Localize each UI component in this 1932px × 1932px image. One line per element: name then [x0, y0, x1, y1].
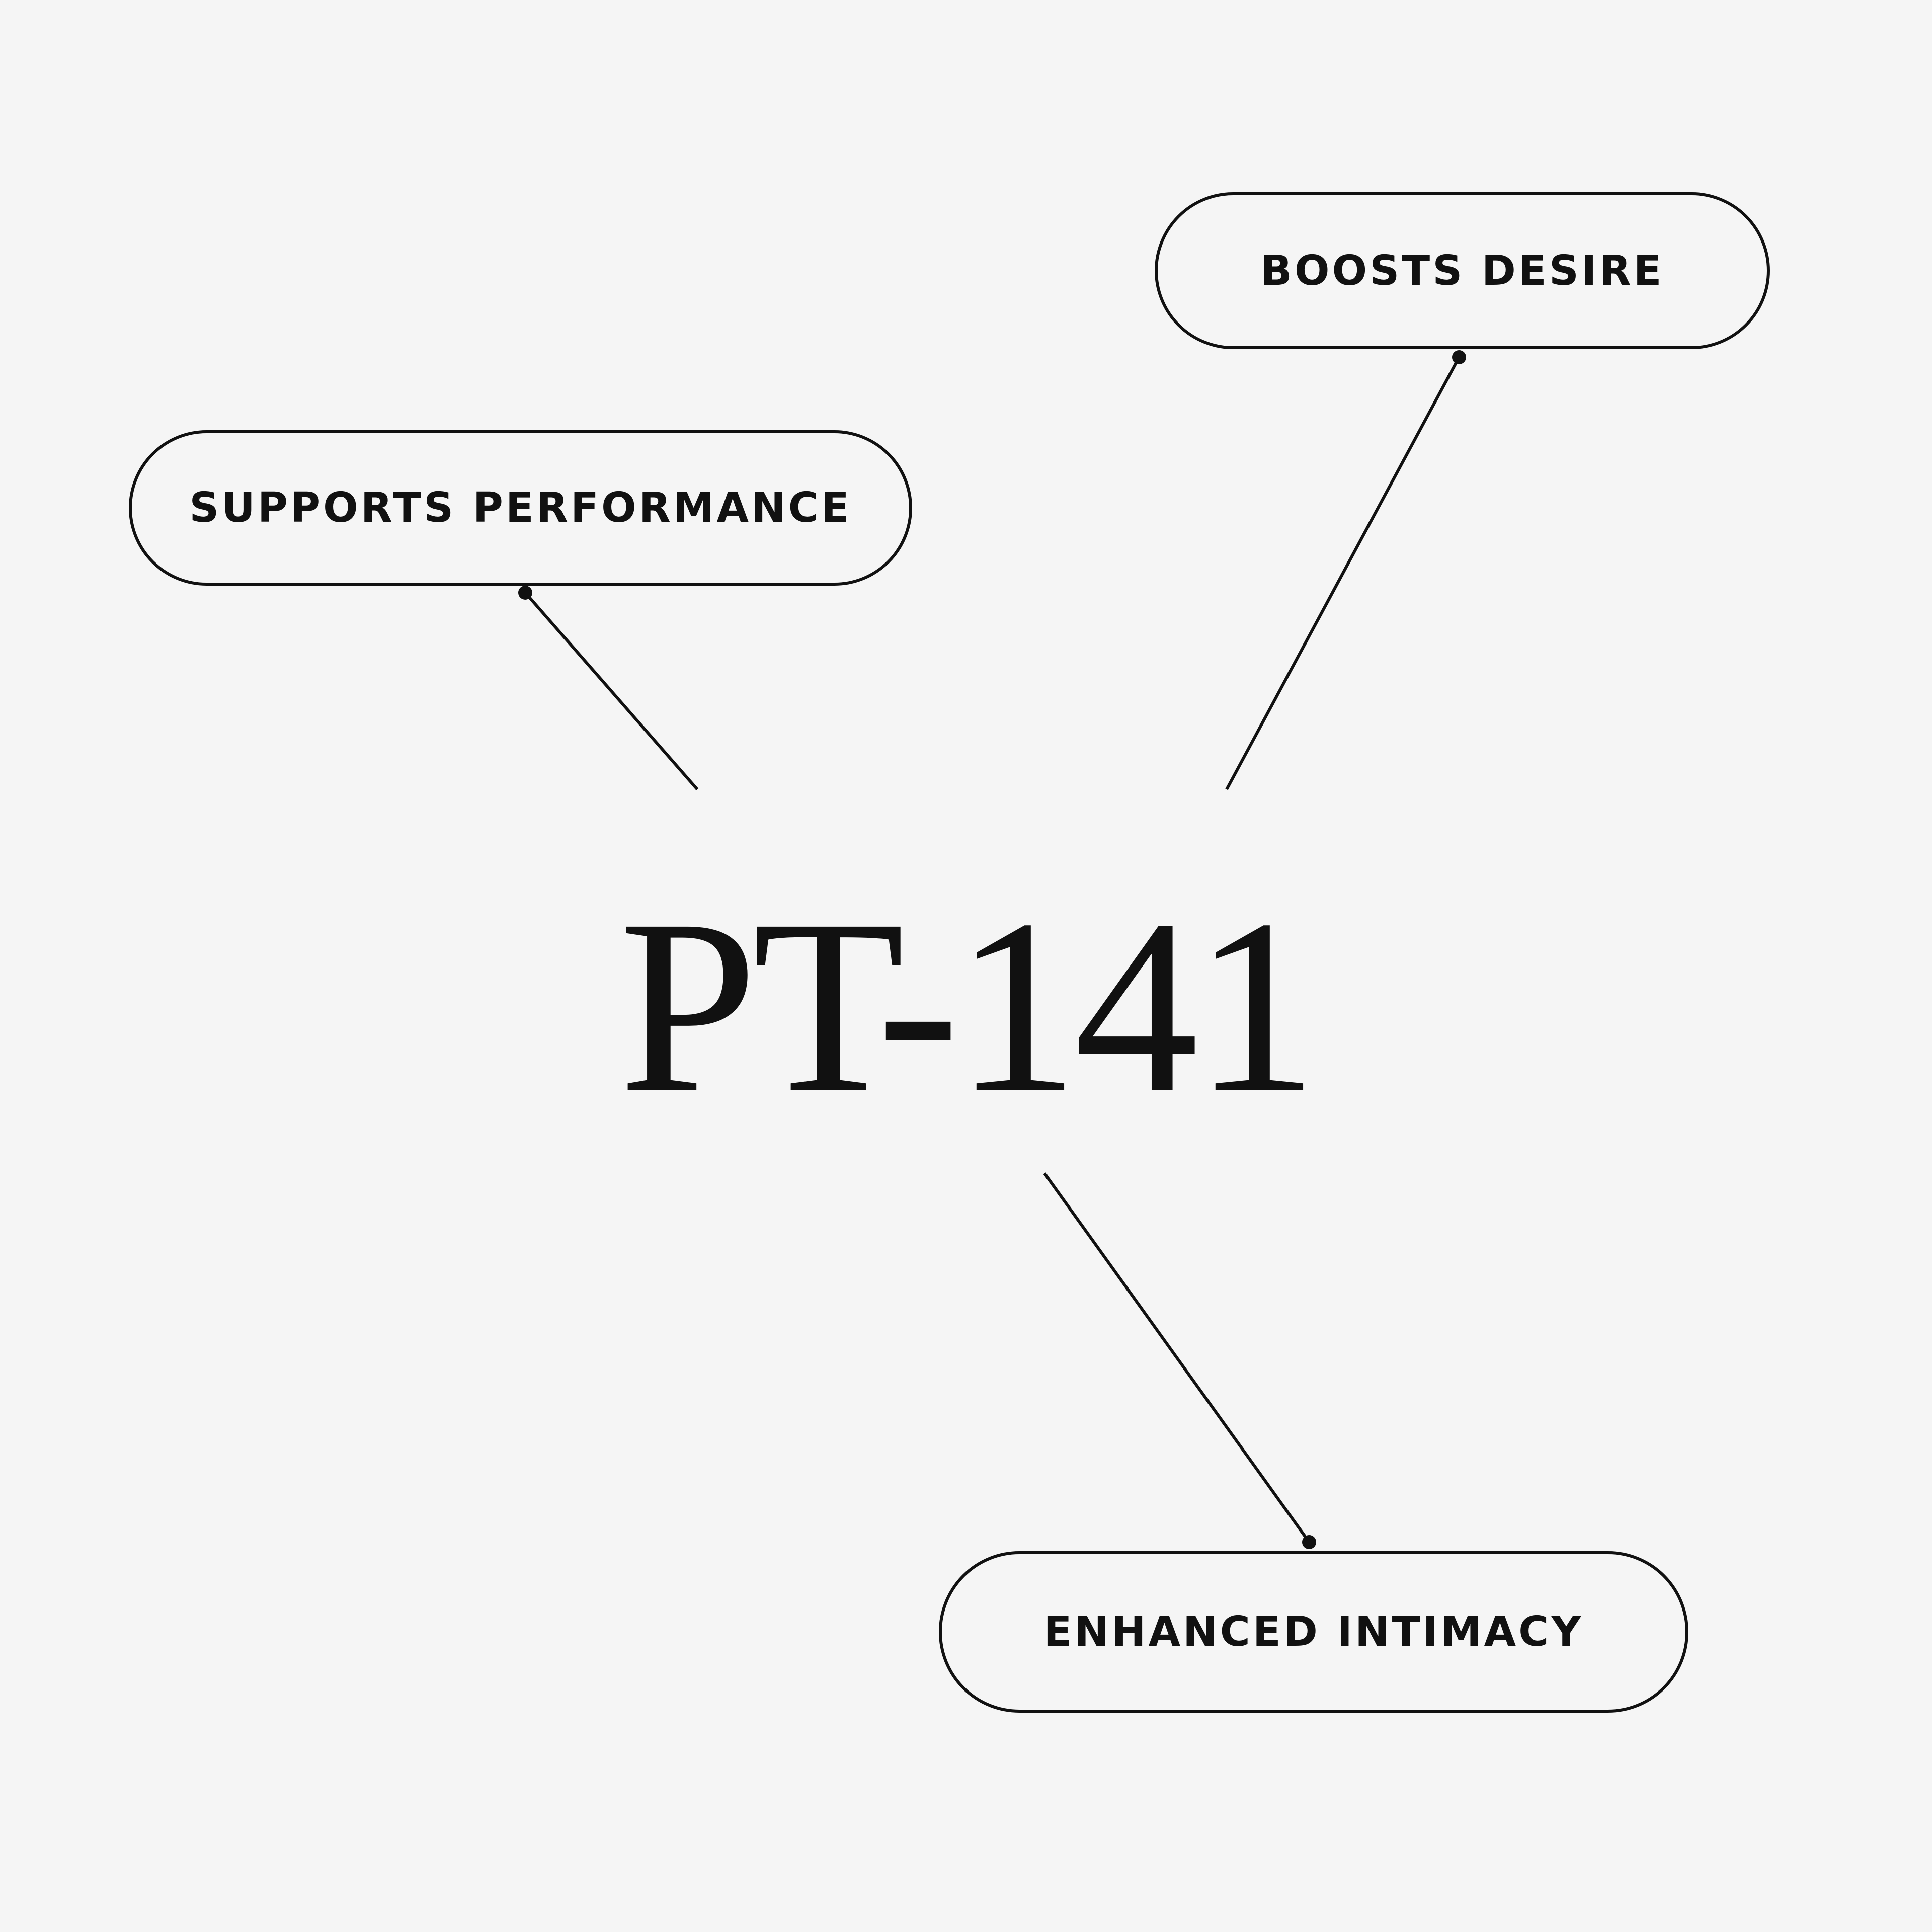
central-title: PT-141: [619, 868, 1318, 1144]
connector-perf-dot: [518, 586, 532, 600]
node-boosts-desire: BOOSTS DESIRE: [1155, 192, 1770, 349]
connector-desire-dot: [1452, 350, 1466, 364]
connector-intimacy-dot: [1302, 1535, 1316, 1549]
connector-desire: [1225, 356, 1461, 790]
node-label: ENHANCED INTIMACY: [1043, 1608, 1584, 1656]
node-supports-performance: SUPPORTS PERFORMANCE: [129, 430, 912, 586]
node-label: BOOSTS DESIRE: [1260, 247, 1664, 295]
connector-intimacy: [1043, 1172, 1311, 1543]
node-enhanced-intimacy: ENHANCED INTIMACY: [939, 1551, 1688, 1713]
connector-perf: [524, 592, 699, 790]
node-label: SUPPORTS PERFORMANCE: [189, 484, 852, 532]
